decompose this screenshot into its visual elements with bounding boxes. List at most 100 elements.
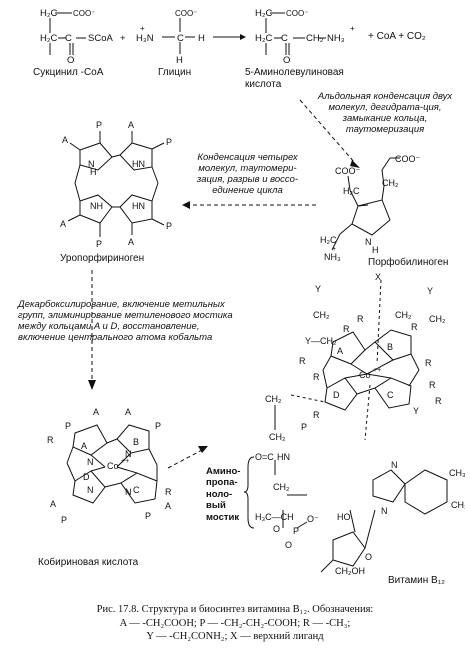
svg-text:H₂C: H₂C [343, 186, 360, 196]
svg-text:O: O [283, 55, 290, 66]
svg-text:A: A [128, 120, 134, 130]
svg-text:HN: HN [277, 452, 290, 462]
uroporphyrinogen-label: Уропорфириноген [60, 253, 145, 264]
svg-text:R: R [343, 324, 350, 334]
svg-text:NH₃: NH₃ [327, 33, 345, 44]
svg-text:B: B [387, 342, 393, 352]
svg-text:A: A [60, 219, 66, 229]
svg-text:R: R [313, 410, 320, 420]
svg-text:N: N [381, 506, 388, 516]
svg-text:H₃N: H₃N [136, 33, 154, 44]
svg-text:+: + [350, 24, 355, 33]
svg-text:N: N [391, 460, 398, 470]
bridge-brace [244, 456, 255, 529]
svg-text:A: A [93, 407, 99, 417]
svg-text:+: + [140, 24, 145, 33]
svg-text:COO⁻: COO⁻ [395, 154, 421, 164]
svg-text:CH₂: CH₂ [265, 394, 282, 404]
glycine-label: Глицин [158, 67, 192, 78]
svg-text:N: N [125, 487, 132, 497]
svg-text:H₂C: H₂C [255, 33, 273, 44]
svg-text:Co: Co [359, 370, 371, 380]
svg-text:H: H [176, 55, 183, 66]
decarboxylation-step-label: Декарбоксилирование, включение метильных… [18, 299, 233, 343]
caption-line-2: A — -CH₂COOH; P — -CH₂-CH₂-COOH; R — -CH… [119, 617, 351, 629]
svg-text:A: A [50, 499, 56, 509]
svg-text:N: N [88, 159, 95, 169]
svg-text:O: O [67, 55, 74, 66]
svg-text:P: P [96, 120, 102, 130]
svg-text:HO: HO [337, 512, 351, 522]
svg-text:N: N [365, 237, 372, 247]
svg-text:CH₂: CH₂ [306, 33, 324, 44]
svg-text:HN: HN [132, 159, 145, 169]
svg-text:CH₂OH: CH₂OH [335, 566, 365, 576]
svg-text:R: R [47, 435, 54, 445]
svg-text:Y: Y [427, 286, 433, 296]
svg-text:HN: HN [132, 201, 145, 211]
porphobilinogen-label: Порфобилиноген [368, 257, 449, 268]
svg-text:CH₂: CH₂ [273, 482, 290, 492]
svg-text:P: P [166, 137, 172, 147]
svg-text:B: B [133, 437, 139, 447]
svg-text:A: A [128, 237, 134, 247]
porphobilinogen-structure: COO⁻ COO⁻ H₂C CH₂ H₂C NH NH₃+ [320, 154, 421, 262]
svg-text:CH₂: CH₂ [269, 432, 286, 442]
svg-text:CH₂: CH₂ [313, 310, 330, 320]
svg-text:H₂C: H₂C [40, 8, 58, 19]
svg-text:P: P [293, 526, 299, 536]
svg-text:D: D [333, 390, 340, 400]
ala-label: 5-Аминолевулиновая кислота [245, 67, 344, 90]
svg-text:A: A [81, 441, 87, 451]
svg-text:N: N [125, 449, 132, 459]
svg-text:O: O [285, 540, 292, 550]
svg-text:R: R [425, 358, 432, 368]
succinyl-coa-label: Сукцинил -CoA [33, 67, 104, 78]
svg-text:O: O [273, 524, 280, 534]
svg-text:NH: NH [90, 201, 103, 211]
svg-text:O: O [365, 552, 372, 562]
svg-text:P: P [166, 221, 172, 231]
svg-text:R: R [429, 380, 436, 390]
svg-text:NH₃: NH₃ [324, 252, 341, 262]
svg-text:COO⁻: COO⁻ [286, 9, 308, 18]
svg-text:A: A [337, 346, 343, 356]
aldol-step-label: Альдольная конденсация двух молекул, дег… [317, 91, 453, 135]
svg-text:H: H [198, 33, 205, 44]
svg-text:A: A [125, 407, 131, 417]
svg-text:P: P [301, 422, 307, 432]
svg-text:C: C [387, 390, 394, 400]
svg-text:O=C: O=C [255, 452, 274, 462]
svg-text:N: N [87, 457, 94, 467]
svg-text:R: R [411, 322, 418, 332]
products-label: + CoA + CO₂ [368, 31, 426, 42]
svg-text:P: P [61, 515, 67, 525]
svg-text:+: + [332, 246, 336, 253]
svg-text:P: P [145, 511, 151, 521]
svg-text:C: C [65, 33, 72, 44]
svg-text:++: ++ [121, 458, 129, 465]
svg-text:COO⁻: COO⁻ [335, 166, 361, 176]
svg-text:COO⁻: COO⁻ [175, 9, 197, 18]
svg-text:R: R [299, 356, 306, 366]
svg-text:Y: Y [315, 284, 321, 294]
svg-text:H: H [90, 167, 97, 177]
svg-text:H₂C: H₂C [255, 8, 273, 19]
svg-text:D: D [83, 472, 90, 482]
caption-line-1: Рис. 17.8. Структура и биосинтез витамин… [96, 604, 374, 615]
svg-text:P: P [65, 421, 71, 431]
svg-text:A: A [62, 135, 68, 145]
uroporphyrinogen-structure: AP AP AP AP NH HN NH HN [60, 120, 172, 249]
svg-text:SCoA: SCoA [88, 33, 113, 44]
condensation-step-label: Конденсация четырех молекул, таутомери-з… [196, 152, 299, 196]
svg-text:C: C [133, 485, 140, 495]
svg-text:H₂C: H₂C [320, 235, 337, 245]
svg-text:CH₃: CH₃ [451, 500, 465, 510]
vitamin-b12-label: Витамин B₁₂ [388, 575, 445, 586]
svg-text:Y—CH₂: Y—CH₂ [305, 336, 337, 346]
svg-text:N: N [87, 485, 94, 495]
svg-text:R: R [357, 314, 364, 324]
svg-text:P: P [155, 421, 161, 431]
